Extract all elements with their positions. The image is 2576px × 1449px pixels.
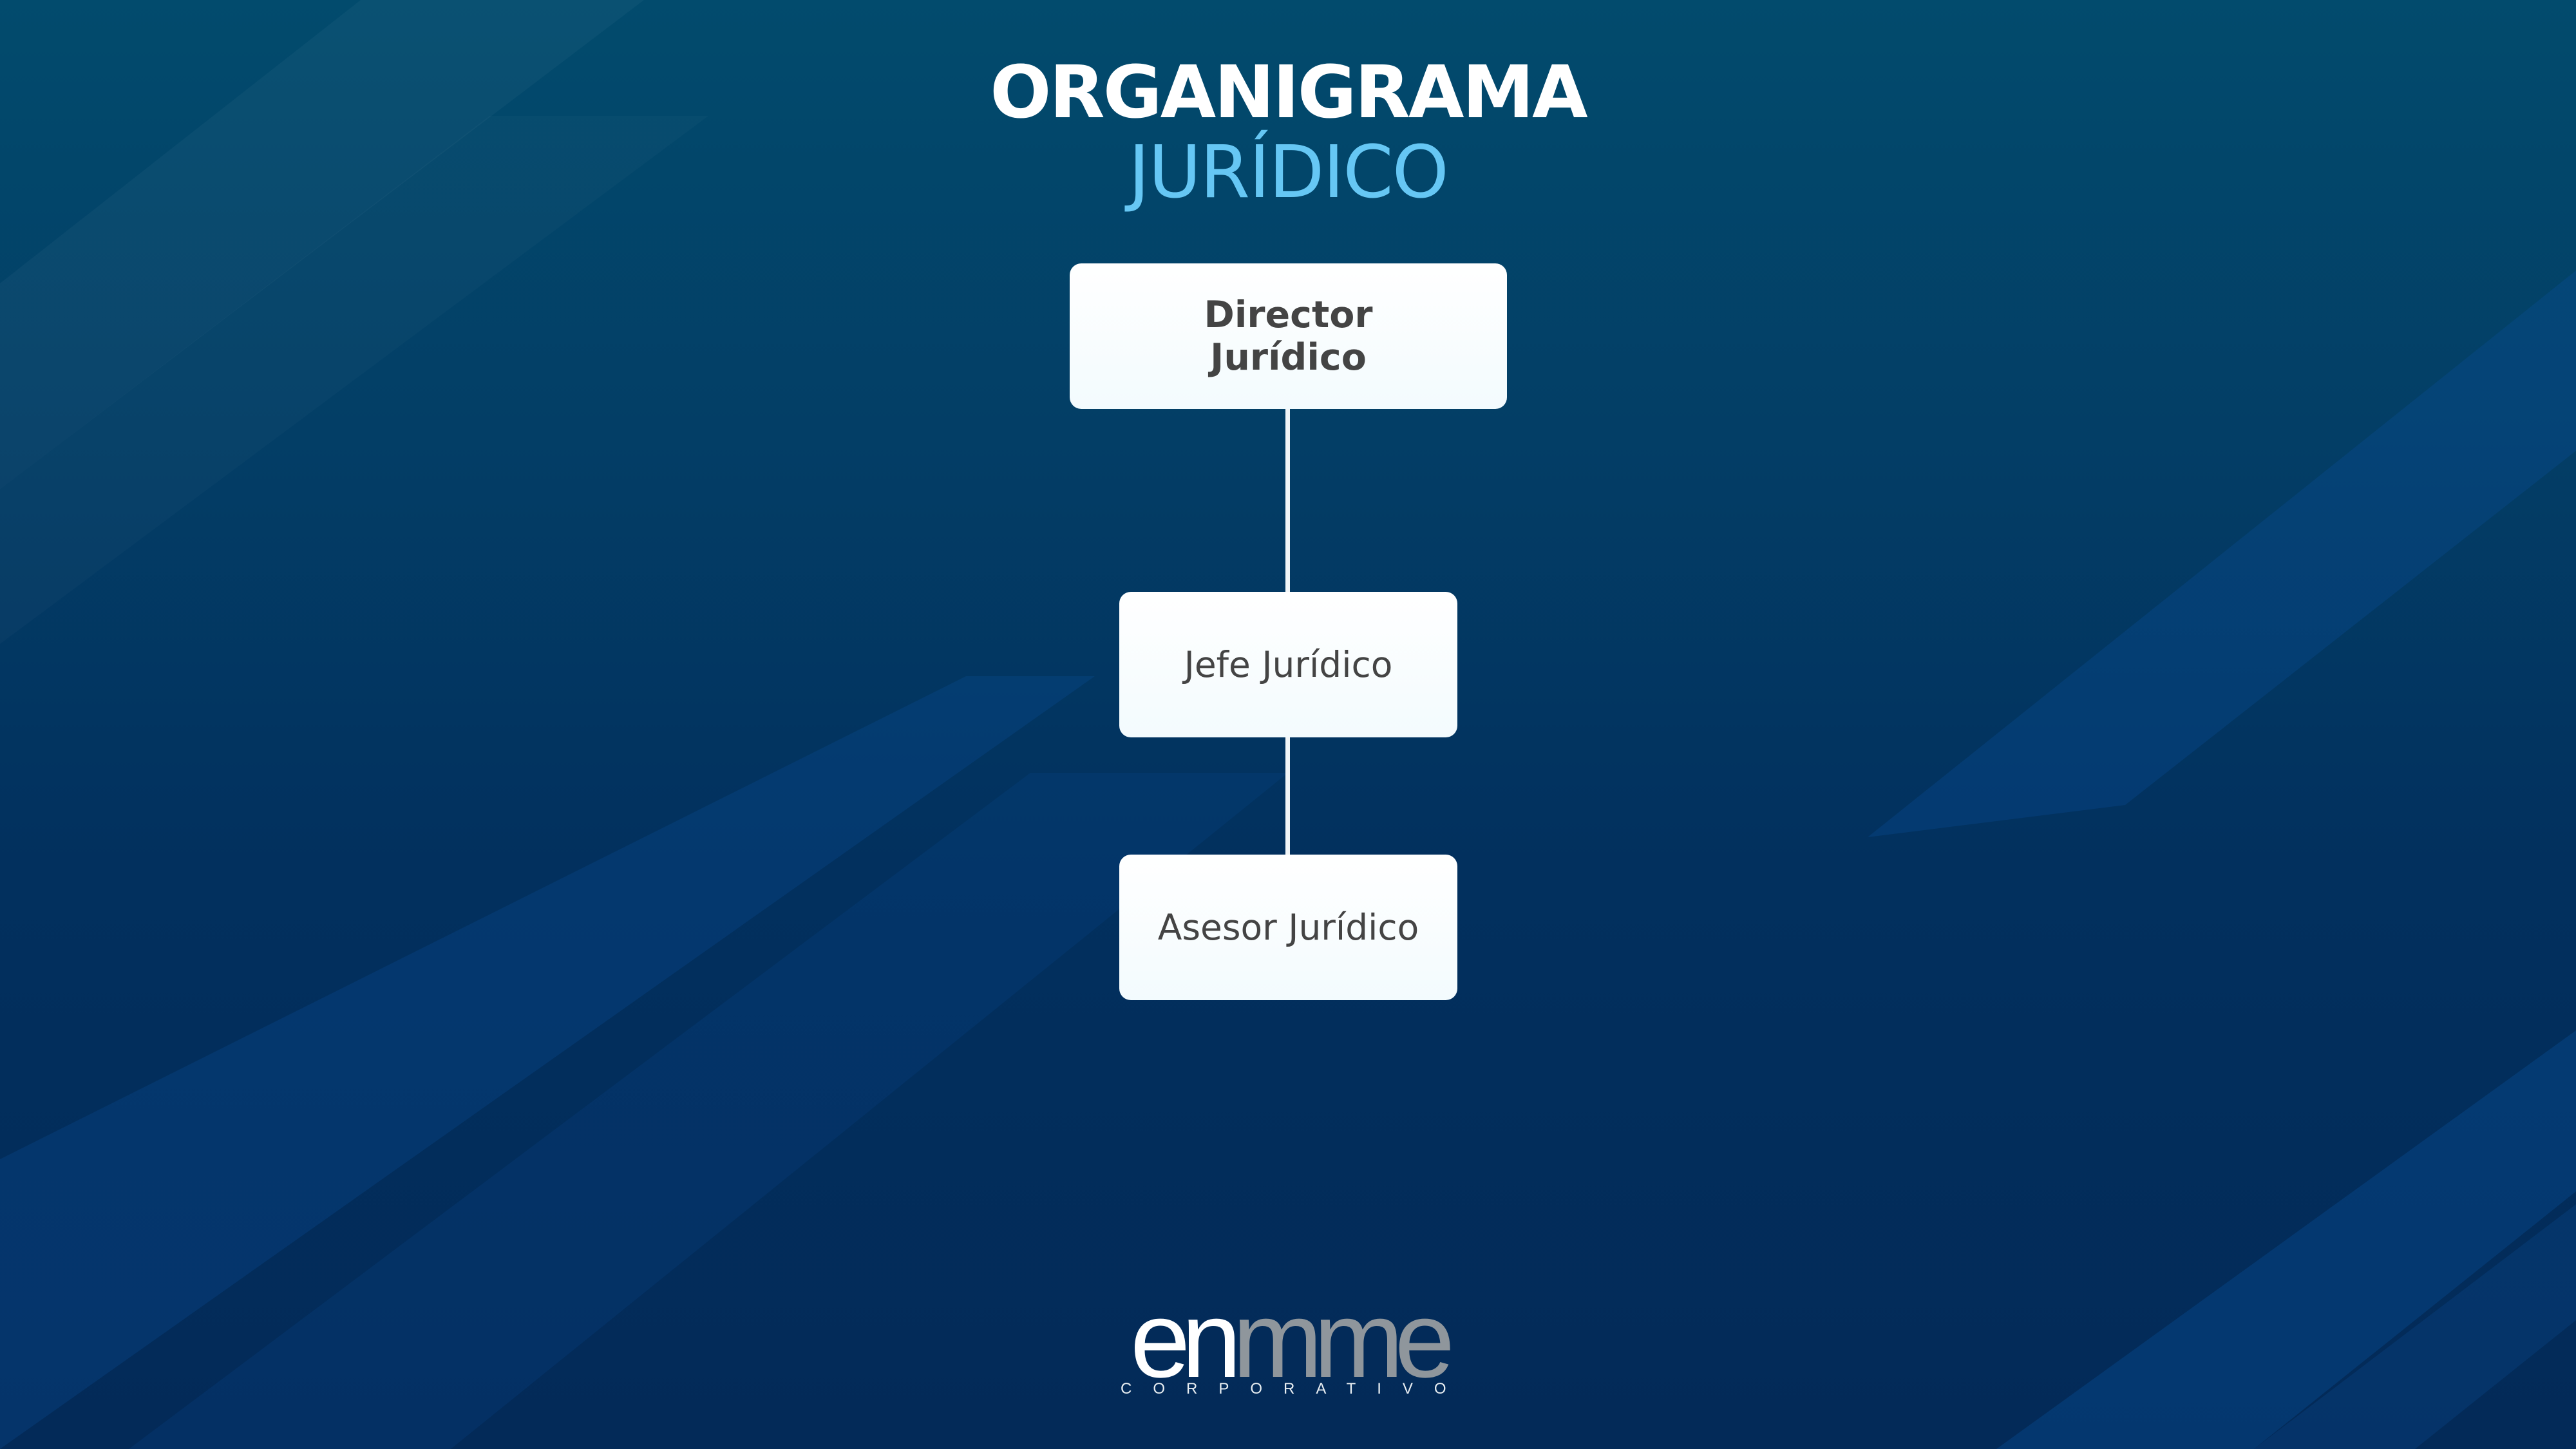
node-jefe-juridico: Jefe Jurídico	[1119, 592, 1457, 737]
node-label: Asesor Jurídico	[1157, 907, 1419, 948]
node-label: Jefe Jurídico	[1184, 644, 1393, 685]
connector-director-jefe	[1285, 409, 1290, 592]
title-line-1: ORGANIGRAMA	[990, 51, 1587, 135]
node-asesor-juridico: Asesor Jurídico	[1119, 855, 1457, 1000]
node-director-juridico: Director Jurídico	[1070, 263, 1507, 409]
title-line-2: JURÍDICO	[1128, 131, 1449, 214]
connector-jefe-asesor	[1285, 737, 1290, 855]
node-label: Director Jurídico	[1204, 294, 1373, 379]
logo-wordmark: enmme	[1130, 1279, 1455, 1400]
logo-tagline: CORPORATIVO	[1121, 1380, 1468, 1397]
emme-logo: enmme CORPORATIVO	[1121, 1285, 1455, 1414]
